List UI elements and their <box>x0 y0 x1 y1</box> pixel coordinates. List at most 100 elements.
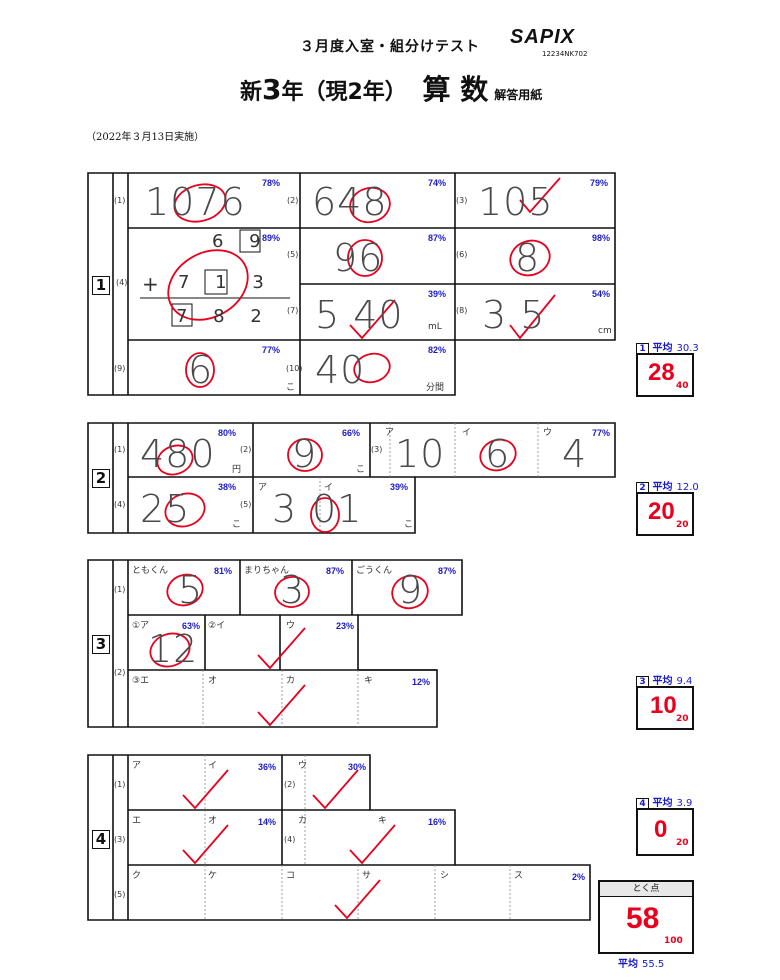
title-mid: 年（現2年） <box>281 80 407 105</box>
q2-3-sub-b: イ <box>462 428 472 438</box>
q3-gou-answer: 9 <box>398 568 424 612</box>
exam-date: （2022年３月13日実施） <box>86 132 205 143</box>
q3-2a-rate: 63% <box>182 621 201 631</box>
q2-3-sub-a: ア <box>385 428 395 438</box>
q3-tomo-name: ともくん <box>132 566 169 576</box>
q1-7-label: (7) <box>287 306 299 315</box>
q3-gou-rate: 87% <box>438 566 457 576</box>
q2-5-rate: 39% <box>390 482 409 492</box>
q3-mari-rate: 87% <box>326 566 345 576</box>
avg4-value: 3.9 <box>676 798 693 809</box>
q4-e-name: エ <box>132 816 142 826</box>
q1-6-rate: 98% <box>592 233 611 243</box>
q1-6-answer: 8 <box>515 236 541 280</box>
addition-plus: + <box>142 272 159 296</box>
score2-max: 20 <box>676 520 689 530</box>
q4-2-label: (2) <box>284 780 296 789</box>
q2-2-rate: 66% <box>342 428 361 438</box>
subject-title: 新3年（現2年） 算 数解答用紙 <box>240 68 542 108</box>
q1-3-label: (3) <box>456 196 468 205</box>
q4-o-rate: 14% <box>258 817 277 827</box>
q4-sa-name: サ <box>362 871 372 881</box>
q4-ke-name: ケ <box>208 871 218 881</box>
q2-5-sub-b: イ <box>324 483 334 493</box>
section-1-score: 28 40 <box>636 353 694 397</box>
score1-max: 40 <box>676 381 689 391</box>
addition-row1: 6 9 <box>212 231 271 252</box>
section-1-number: 1 <box>92 276 110 295</box>
score3-value: 10 <box>650 692 677 719</box>
q1-4-rate: 89% <box>262 233 281 243</box>
q3-tomo-rate: 81% <box>214 566 233 576</box>
total-score: とく点 58 100 <box>598 880 694 954</box>
q2-2-unit: こ <box>356 465 366 475</box>
score4-max: 20 <box>676 838 689 848</box>
q1-2-label: (2) <box>287 196 299 205</box>
q3-1-label: (1) <box>114 585 126 594</box>
q3-mari-answer: 3 <box>280 568 306 612</box>
title-subject: 算 数 <box>422 73 489 106</box>
total-value: 58 <box>626 902 660 935</box>
q3-2a-answer: 12 <box>148 627 199 671</box>
sheet-code: 12234NK702 <box>542 50 588 58</box>
q2-3-sub-c: ウ <box>543 428 553 438</box>
q1-10-unit: 分間 <box>426 383 445 393</box>
q2-3-answer-c: 4 <box>562 432 588 476</box>
q4-ku-name: ク <box>132 871 142 881</box>
title-grade: 3 <box>262 73 282 106</box>
q1-8-label: (8) <box>456 306 468 315</box>
q4-ki-name: キ <box>378 816 388 826</box>
q1-7-rate: 39% <box>428 289 447 299</box>
q4-i-name: イ <box>208 761 218 771</box>
q1-3-rate: 79% <box>590 178 609 188</box>
q1-9-label: (9) <box>114 364 126 373</box>
q1-8-answer: 3 5 <box>482 293 546 337</box>
q2-5-label: (5) <box>240 500 252 509</box>
q1-5-answer: 96 <box>333 236 384 280</box>
q2-4-label: (4) <box>114 500 126 509</box>
q2-5-answer-a: 3 <box>272 487 298 531</box>
q1-8-unit: cm <box>598 326 612 336</box>
q3-gou-name: ごうくん <box>356 566 393 576</box>
q1-9-unit: こ <box>286 383 296 393</box>
q4-ka-name: カ <box>298 816 308 826</box>
q1-8-rate: 54% <box>592 289 611 299</box>
section-2-number: 2 <box>92 469 110 488</box>
q4-u-rate: 30% <box>348 762 367 772</box>
q4-1-label: (1) <box>114 780 126 789</box>
score2-value: 20 <box>648 498 675 525</box>
q2-3-label: (3) <box>371 445 383 454</box>
q4-5-label: (5) <box>114 890 126 899</box>
q1-9-answer: 6 <box>188 348 214 392</box>
q3-2ka-name: カ <box>286 676 296 686</box>
q1-6-label: (6) <box>456 250 468 259</box>
score3-max: 20 <box>676 714 689 724</box>
q1-1-label: (1) <box>114 196 126 205</box>
q1-9-rate: 77% <box>262 345 281 355</box>
q3-mari-name: まりちゃん <box>244 566 290 576</box>
q1-4-label: (4) <box>116 278 128 287</box>
q1-1-answer: 1076 <box>145 180 246 224</box>
q2-1-answer: 480 <box>140 432 216 476</box>
q4-a-name: ア <box>132 761 142 771</box>
section-4-score: 0 20 <box>636 808 694 856</box>
q4-4-label: (4) <box>284 835 296 844</box>
q2-4-answer: 25 <box>140 487 191 531</box>
total-label: とく点 <box>600 882 692 897</box>
q4-ki-rate: 16% <box>428 817 447 827</box>
section-3-score: 10 20 <box>636 686 694 730</box>
q2-4-unit: こ <box>232 520 242 530</box>
total-avg-label: 平均 <box>618 959 638 970</box>
q2-1-rate: 80% <box>218 428 237 438</box>
q3-2i-name: ②イ <box>208 621 226 631</box>
title-suffix: 解答用紙 <box>494 88 543 102</box>
q3-2o-name: オ <box>208 676 218 686</box>
q4-su-rate: 2% <box>572 872 586 882</box>
addition-row2: 7 1 3 <box>178 272 274 293</box>
q1-10-answer: 40 <box>315 348 366 392</box>
q3-2ki-name: キ <box>364 676 374 686</box>
score1-value: 28 <box>648 359 675 386</box>
q2-2-label: (2) <box>240 445 252 454</box>
